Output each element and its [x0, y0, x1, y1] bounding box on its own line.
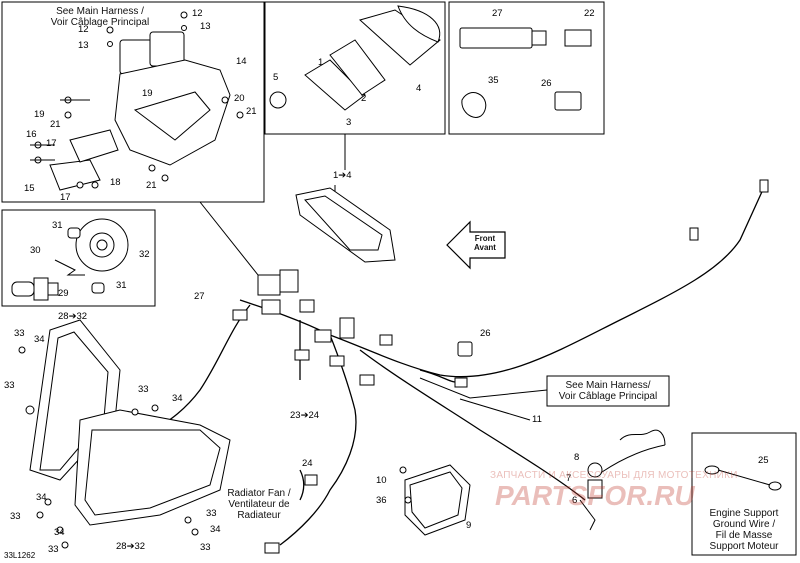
callout-33: 33: [14, 328, 25, 339]
callout-3: 3: [346, 117, 352, 128]
callout-33: 33: [4, 380, 15, 391]
callout-34: 34: [54, 527, 65, 538]
callout-21: 21: [246, 106, 257, 117]
inset-box-ground-wire: [691, 432, 797, 556]
callout-1-to-4: 1➔4: [333, 170, 352, 181]
note-main-harness-right: See Main Harness/ Voir Câblage Principal: [558, 380, 658, 402]
callout-4: 4: [416, 83, 422, 94]
callout-23-to-24: 23➔24: [290, 410, 320, 421]
callout-26: 26: [480, 328, 491, 339]
callout-13: 13: [200, 21, 211, 32]
callout-1: 1: [318, 57, 324, 68]
callout-33: 33: [48, 544, 59, 555]
callout-31: 31: [52, 220, 63, 231]
callout-21: 21: [146, 180, 157, 191]
headlight-housing-drawing: [18, 319, 231, 549]
regulator-drawing: [399, 464, 471, 536]
callout-17: 17: [46, 138, 57, 149]
callout-21: 21: [50, 119, 61, 130]
diagram-ref-code: 33L1262: [4, 551, 36, 560]
callout-17: 17: [60, 192, 71, 203]
inset-box-headlight-bulb: [1, 209, 156, 307]
callout-7: 7: [566, 473, 572, 484]
callout-34: 34: [172, 393, 183, 404]
watermark-text: ЗАПЧАСТИ И АКСЕССУАРЫ ДЛЯ МОТОТЕХНИКИ: [490, 470, 738, 481]
inset-box-gauge: [264, 1, 446, 135]
callout-27: 27: [492, 8, 503, 19]
callout-29: 29: [58, 288, 69, 299]
callout-33: 33: [10, 511, 21, 522]
note-radiator-fan: Radiator Fan / Ventilateur de Radiateur: [227, 488, 291, 521]
gauge-cluster-drawing: [269, 5, 441, 111]
note-engine-support-ground: Engine Support Ground Wire / Fil de Mass…: [709, 508, 779, 552]
callout-8: 8: [574, 452, 580, 463]
callout-33: 33: [200, 542, 211, 553]
callout-36: 36: [376, 495, 387, 506]
callout-16: 16: [26, 129, 37, 140]
callout-12: 12: [192, 8, 203, 19]
callout-32: 32: [139, 249, 150, 260]
callout-2: 2: [361, 93, 367, 104]
note-front-avant: Front Avant: [474, 234, 496, 252]
callout-34: 34: [34, 334, 45, 345]
note-main-harness-top: See Main Harness / Voir Câblage Principa…: [50, 6, 150, 28]
callout-19: 19: [34, 109, 45, 120]
callout-5: 5: [273, 72, 279, 83]
callout-9: 9: [466, 520, 472, 531]
callout-11: 11: [532, 414, 542, 425]
callout-6: 6: [572, 495, 578, 506]
watermark-logo: PARTSFOR.RU: [495, 480, 695, 511]
callout-13: 13: [78, 40, 89, 51]
callout-31: 31: [116, 280, 127, 291]
callout-14: 14: [236, 56, 247, 67]
instrument-bracket-drawing: [49, 31, 231, 191]
front-arrow: [446, 220, 506, 270]
callout-18: 18: [110, 177, 121, 188]
callout-24: 24: [302, 458, 313, 469]
tether-drawing: [579, 429, 666, 531]
callout-22: 22: [584, 8, 595, 19]
callout-33: 33: [206, 508, 217, 519]
ground-wire-drawing: [704, 465, 782, 491]
callout-19: 19: [142, 88, 153, 99]
callout-34: 34: [36, 492, 47, 503]
callout-34: 34: [210, 524, 221, 535]
callout-30: 30: [30, 245, 41, 256]
callout-20: 20: [234, 93, 245, 104]
callout-28-to-32: 28➔32: [116, 541, 146, 552]
inset-box-accessories: [448, 1, 605, 135]
callout-15: 15: [24, 183, 35, 194]
accessories-drawing: [459, 27, 592, 118]
inset-box-right-harness-note: [546, 375, 670, 407]
center-cluster-drawing: [295, 187, 396, 263]
callout-10: 10: [376, 475, 387, 486]
callout-26: 26: [541, 78, 552, 89]
callout-33: 33: [138, 384, 149, 395]
connectors: [232, 179, 769, 554]
headlight-bulb-drawing: [11, 218, 129, 301]
callout-27: 27: [194, 291, 205, 302]
callout-28-to-32: 28➔32: [58, 311, 88, 322]
inset-box-mount: [1, 1, 265, 203]
callout-12: 12: [78, 24, 89, 35]
callout-25: 25: [758, 455, 769, 466]
callout-35: 35: [488, 75, 499, 86]
